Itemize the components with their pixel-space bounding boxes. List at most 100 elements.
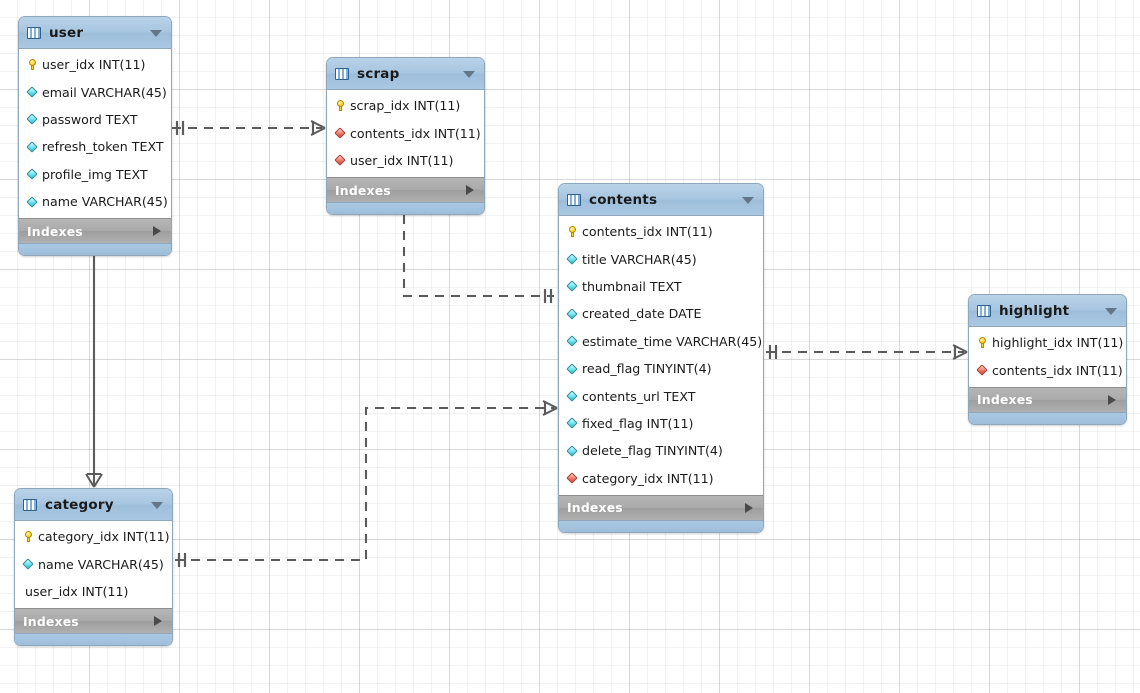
relationship-user-category[interactable] xyxy=(85,240,103,488)
chevron-right-icon[interactable] xyxy=(154,616,162,627)
chevron-right-icon[interactable] xyxy=(153,226,161,237)
column-label: name VARCHAR(45) xyxy=(38,556,164,572)
chevron-right-icon[interactable] xyxy=(466,185,474,196)
column-row[interactable]: user_idx INT(11) xyxy=(19,51,171,78)
column-row[interactable]: created_date DATE xyxy=(559,300,763,327)
column-row[interactable]: contents_idx INT(11) xyxy=(327,119,484,146)
diamond-icon xyxy=(26,113,39,126)
column-row[interactable]: delete_flag TINYINT(4) xyxy=(559,437,763,464)
indexes-section-contents[interactable]: Indexes xyxy=(559,494,763,520)
fk-diamond-icon xyxy=(334,127,347,140)
table-footer xyxy=(19,243,171,256)
table-user[interactable]: user user_idx INT(11) email VARCHAR(45) pas… xyxy=(18,16,172,257)
column-label: profile_img TEXT xyxy=(42,166,148,182)
column-label: highlight_idx INT(11) xyxy=(992,335,1124,351)
table-header-user[interactable]: user xyxy=(19,17,171,49)
key-icon xyxy=(566,225,579,238)
column-label: category_idx INT(11) xyxy=(38,529,170,545)
column-row[interactable]: refresh_token TEXT xyxy=(19,133,171,160)
diamond-icon xyxy=(566,307,579,320)
column-label: contents_idx INT(11) xyxy=(582,224,713,240)
key-icon xyxy=(976,336,989,349)
table-title: category xyxy=(45,496,114,513)
relationship-category-contents[interactable] xyxy=(175,400,558,567)
diamond-icon xyxy=(26,140,39,153)
chevron-right-icon[interactable] xyxy=(745,502,753,513)
column-label: fixed_flag INT(11) xyxy=(582,415,694,431)
indexes-section-user[interactable]: Indexes xyxy=(19,218,171,244)
diamond-icon xyxy=(22,558,35,571)
column-label: read_flag TINYINT(4) xyxy=(582,361,712,377)
indexes-section-category[interactable]: Indexes xyxy=(15,608,172,634)
chevron-down-icon[interactable] xyxy=(742,196,754,204)
indexes-label: Indexes xyxy=(977,392,1033,408)
column-row[interactable]: contents_idx INT(11) xyxy=(559,218,763,245)
table-header-contents[interactable]: contents xyxy=(559,184,763,216)
column-row[interactable]: user_idx INT(11) xyxy=(327,147,484,174)
column-row[interactable]: thumbnail TEXT xyxy=(559,273,763,300)
column-row[interactable]: fixed_flag INT(11) xyxy=(559,410,763,437)
column-row[interactable]: category_idx INT(11) xyxy=(15,523,172,550)
chevron-down-icon[interactable] xyxy=(150,29,162,37)
table-title: user xyxy=(49,24,84,41)
chevron-down-icon[interactable] xyxy=(1105,307,1117,315)
column-label: user_idx INT(11) xyxy=(25,583,129,599)
key-icon xyxy=(26,58,39,71)
column-row[interactable]: title VARCHAR(45) xyxy=(559,245,763,272)
diamond-icon xyxy=(26,168,39,181)
table-footer xyxy=(969,411,1126,424)
column-label: scrap_idx INT(11) xyxy=(350,98,461,114)
diamond-icon xyxy=(566,362,579,375)
column-label: delete_flag TINYINT(4) xyxy=(582,443,723,459)
relationship-contents-highlight[interactable] xyxy=(766,344,968,360)
diamond-icon xyxy=(566,253,579,266)
chevron-right-icon[interactable] xyxy=(1108,394,1116,405)
table-footer xyxy=(327,202,484,215)
diamond-icon xyxy=(566,390,579,403)
chevron-down-icon[interactable] xyxy=(463,70,475,78)
column-row[interactable]: name VARCHAR(45) xyxy=(15,550,172,577)
table-category[interactable]: category category_idx INT(11) name VARCHAR… xyxy=(14,488,173,647)
table-icon xyxy=(23,498,37,511)
column-label: contents_idx INT(11) xyxy=(350,125,481,141)
table-header-highlight[interactable]: highlight xyxy=(969,295,1126,327)
diamond-icon xyxy=(566,417,579,430)
table-header-category[interactable]: category xyxy=(15,489,172,521)
column-row[interactable]: name VARCHAR(45) xyxy=(19,188,171,215)
key-icon xyxy=(22,530,35,543)
column-row[interactable]: password TEXT xyxy=(19,106,171,133)
column-label: estimate_time VARCHAR(45) xyxy=(582,333,763,349)
column-row[interactable]: scrap_idx INT(11) xyxy=(327,92,484,119)
diamond-icon xyxy=(566,335,579,348)
diamond-icon xyxy=(26,86,39,99)
column-row[interactable]: read_flag TINYINT(4) xyxy=(559,355,763,382)
table-title: scrap xyxy=(357,65,400,82)
column-label: thumbnail TEXT xyxy=(582,278,682,294)
table-highlight[interactable]: highlight highlight_idx INT(11) contents_i… xyxy=(968,294,1127,425)
indexes-section-scrap[interactable]: Indexes xyxy=(327,177,484,203)
diamond-icon xyxy=(566,444,579,457)
table-title: highlight xyxy=(999,302,1070,319)
column-label: email VARCHAR(45) xyxy=(42,84,167,100)
table-header-scrap[interactable]: scrap xyxy=(327,58,484,90)
column-row[interactable]: user_idx INT(11) xyxy=(15,578,172,605)
fk-diamond-icon xyxy=(334,154,347,167)
relationship-user-scrap[interactable] xyxy=(172,120,326,136)
table-icon xyxy=(335,67,349,80)
column-row[interactable]: contents_idx INT(11) xyxy=(969,356,1126,383)
indexes-label: Indexes xyxy=(335,182,391,198)
fk-diamond-icon xyxy=(566,472,579,485)
column-row[interactable]: category_idx INT(11) xyxy=(559,465,763,492)
table-icon xyxy=(27,26,41,39)
indexes-section-highlight[interactable]: Indexes xyxy=(969,386,1126,412)
table-scrap[interactable]: scrap scrap_idx INT(11) contents_idx INT(1… xyxy=(326,57,485,216)
column-row[interactable]: profile_img TEXT xyxy=(19,161,171,188)
table-contents[interactable]: contents contents_idx INT(11) title VARCHA… xyxy=(558,183,764,533)
column-row[interactable]: contents_url TEXT xyxy=(559,382,763,409)
column-row[interactable]: estimate_time VARCHAR(45) xyxy=(559,328,763,355)
column-label: user_idx INT(11) xyxy=(350,152,454,168)
column-row[interactable]: email VARCHAR(45) xyxy=(19,78,171,105)
column-row[interactable]: highlight_idx INT(11) xyxy=(969,329,1126,356)
chevron-down-icon[interactable] xyxy=(151,501,163,509)
